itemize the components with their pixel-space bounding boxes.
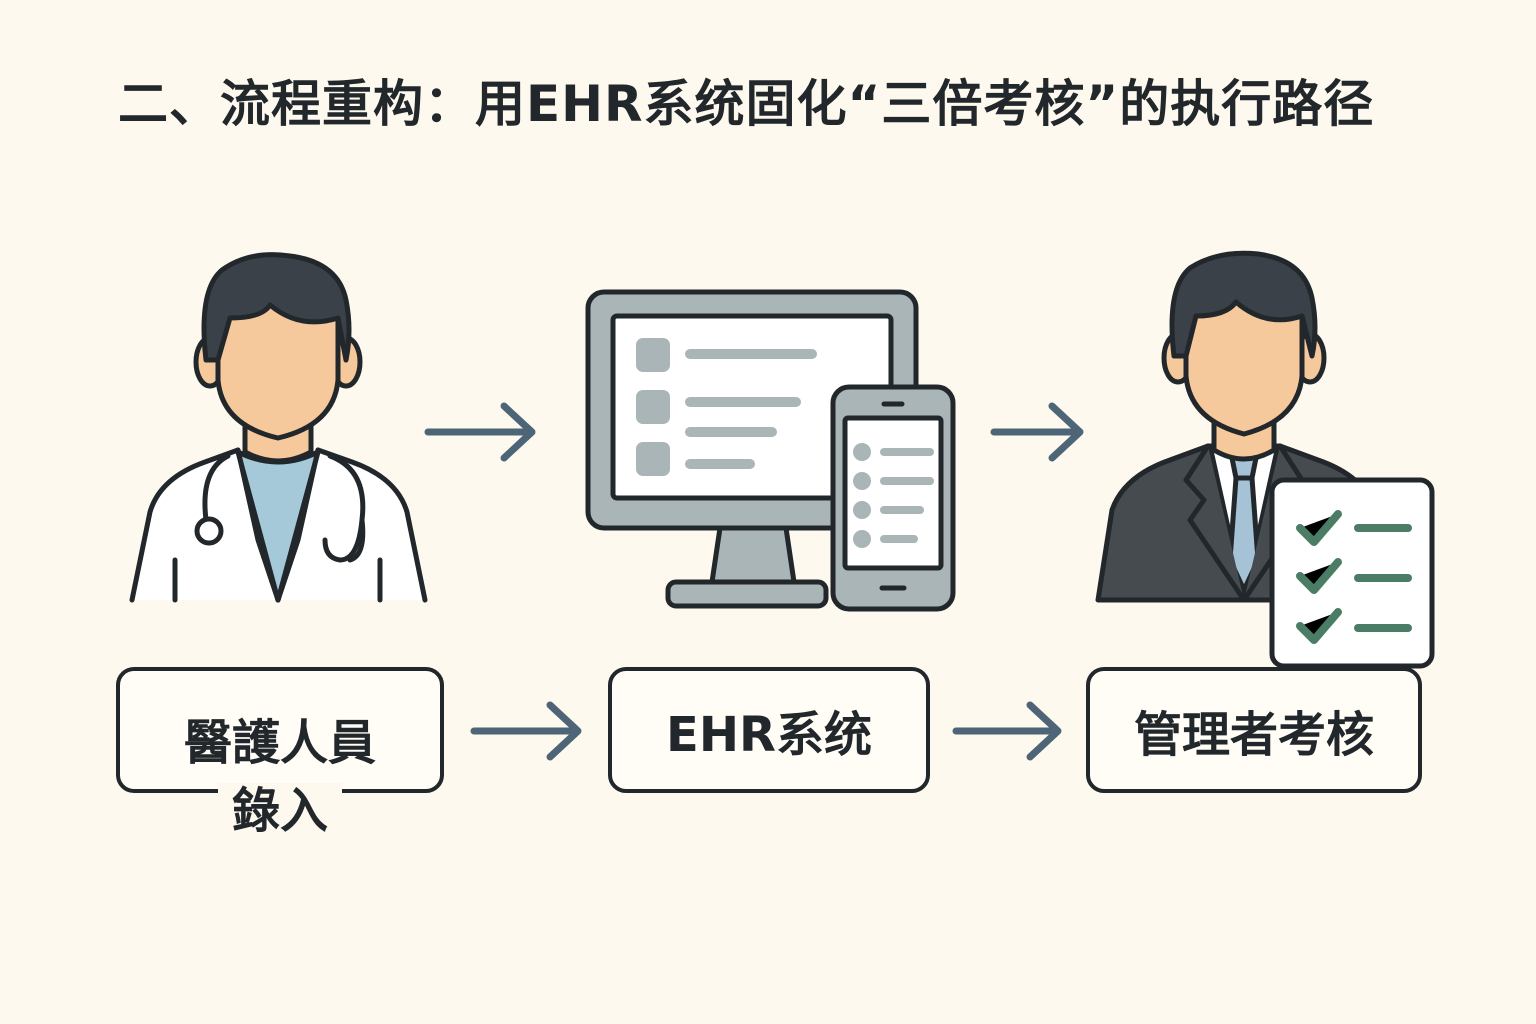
page-title: 二、流程重构：用EHR系统固化“三倍考核”的执行路径 (118, 75, 1375, 133)
doctor-icon (129, 252, 428, 603)
node-label: 醫護人員 (183, 715, 376, 771)
computer-phone-icon (585, 289, 956, 612)
node-staff-entry: 醫護人員 錄入 (116, 667, 444, 839)
node-label: 管理者考核 (1133, 707, 1374, 763)
node-label: EHR系统 (666, 707, 872, 763)
arrow-icon (952, 701, 1062, 761)
arrow-icon (990, 402, 1084, 462)
node-ehr-system: EHR系统 (608, 667, 930, 793)
manager-checklist-icon (1095, 250, 1435, 669)
node-manager-review: 管理者考核 (1086, 667, 1422, 793)
arrow-icon (470, 701, 582, 761)
node-sublabel: 錄入 (120, 771, 440, 841)
arrow-icon (424, 402, 536, 462)
